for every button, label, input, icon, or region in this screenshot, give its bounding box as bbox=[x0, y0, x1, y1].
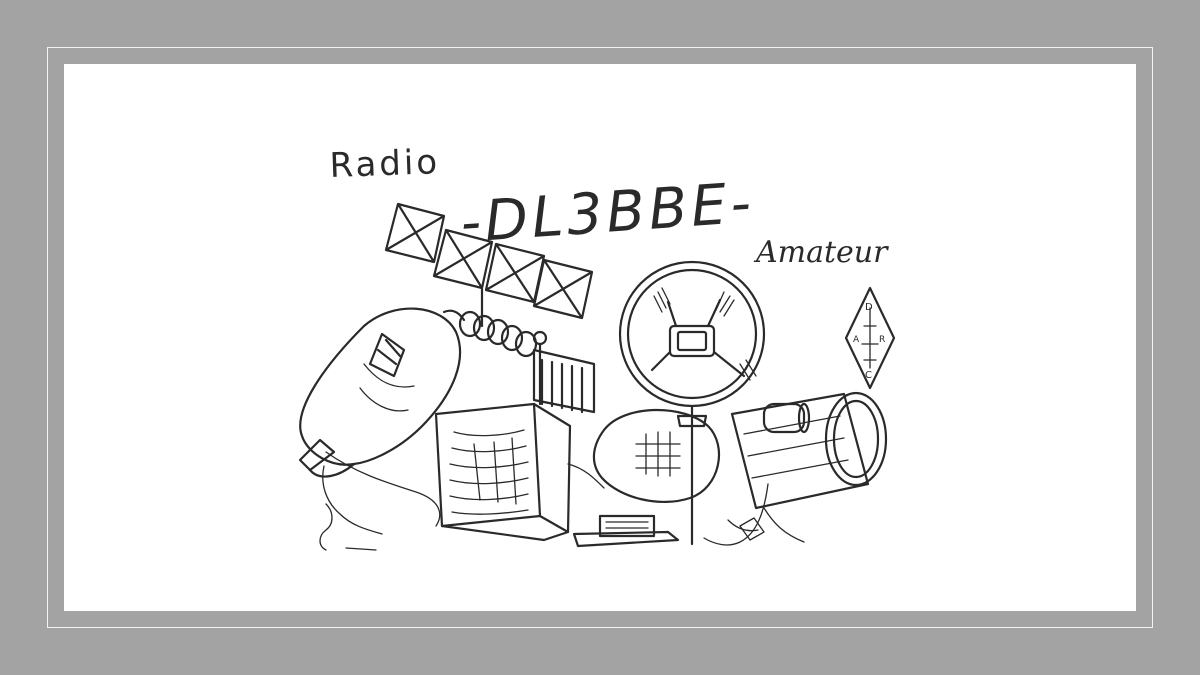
grid-tube-icon bbox=[592, 408, 721, 503]
logo-letter-c: C bbox=[865, 370, 872, 381]
word-amateur: Amateur bbox=[753, 235, 889, 270]
word-radio: Radio bbox=[329, 142, 441, 186]
morse-key-icon bbox=[572, 514, 680, 548]
logo-letter-r: R bbox=[879, 335, 885, 345]
logo-letter-a: A bbox=[853, 335, 860, 345]
loop-antenna-icon bbox=[618, 260, 766, 546]
darc-logo-icon: D A R C bbox=[844, 286, 896, 390]
callsign-title: -DL3BBE- bbox=[458, 171, 756, 256]
antenna-array-icon bbox=[384, 202, 594, 328]
qsl-card: Radio -DL3BBE- Amateur bbox=[64, 64, 1136, 611]
wiring bbox=[325, 451, 805, 546]
vacuum-tube-icon bbox=[298, 307, 462, 551]
shielded-cylinder-icon bbox=[730, 391, 888, 510]
logo-letter-d: D bbox=[865, 302, 873, 313]
coil-icon bbox=[442, 309, 538, 358]
transformer-icon bbox=[434, 402, 572, 542]
qsl-illustration: Radio -DL3BBE- Amateur bbox=[298, 142, 896, 551]
tuning-capacitor-icon bbox=[532, 330, 596, 414]
